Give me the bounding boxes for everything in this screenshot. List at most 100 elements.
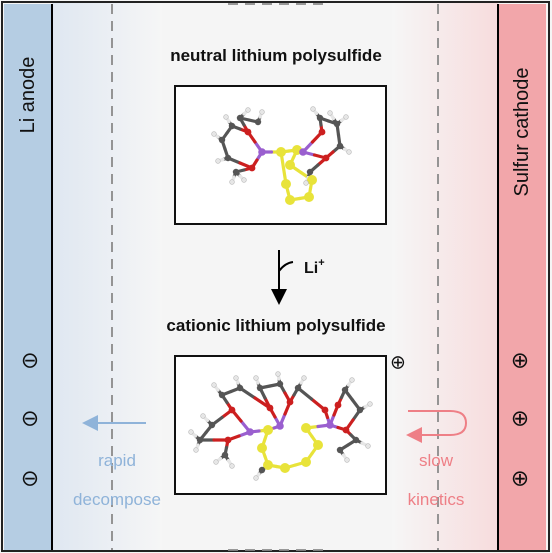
hydrogen-atom: [188, 429, 194, 435]
hydrogen-atom: [229, 463, 235, 469]
reagent-hook: [278, 261, 294, 272]
sulfur-atom: [304, 192, 314, 202]
lithium-atom: [246, 428, 254, 436]
sulfur-atom: [281, 179, 291, 189]
oxygen-atom: [244, 128, 252, 136]
carbon-atom: [356, 406, 364, 414]
hydrogen-atom: [253, 475, 259, 481]
cathode-sign: ⊕: [511, 406, 529, 431]
cathode-sign: ⊕: [511, 466, 529, 491]
hydrogen-atom: [344, 457, 350, 463]
reagent-label: Li+: [304, 257, 325, 277]
hydrogen-atom: [211, 382, 217, 388]
lithium-atom: [276, 422, 284, 430]
anode-sign: ⊖: [21, 466, 39, 491]
hydrogen-atom: [229, 179, 235, 185]
hydrogen-atom: [275, 371, 281, 377]
carbon-atom: [228, 122, 236, 130]
carbon-atom: [196, 436, 204, 444]
carbon-atom: [276, 380, 284, 388]
cathode-electrode: [498, 4, 546, 550]
sulfur-atom: [285, 160, 295, 170]
reagent-symbol: Li: [304, 260, 318, 277]
hydrogen-atom: [343, 114, 349, 120]
oxygen-atom: [286, 398, 294, 406]
cationic-polysulfide-molecule: [188, 371, 373, 481]
carbon-atom: [341, 386, 349, 394]
carbon-atom: [232, 168, 240, 176]
carbon-atom: [236, 114, 244, 122]
anode-electrode: [4, 4, 52, 550]
hydrogen-atom: [365, 443, 371, 449]
hydrogen-atom: [303, 180, 309, 186]
right-process-line2: kinetics: [408, 490, 465, 509]
cathode-label: Sulfur cathode: [511, 68, 533, 197]
hydrogen-atom: [259, 109, 265, 115]
hydrogen-atom: [367, 401, 373, 407]
carbon-atom: [236, 384, 244, 392]
left-process-line2: decompose: [73, 490, 161, 509]
carbon-atom: [306, 168, 314, 176]
carbon-atom: [218, 136, 226, 144]
hydrogen-atom: [245, 107, 251, 113]
sulfur-atom: [313, 440, 323, 450]
left-process-line1: rapid: [98, 451, 136, 470]
carbon-atom: [224, 154, 232, 162]
anode-sign: ⊖: [21, 348, 39, 373]
hydrogen-atom: [200, 413, 206, 419]
hydrogen-atom: [193, 447, 199, 453]
carbon-atom: [254, 118, 262, 126]
hydrogen-atom: [301, 375, 307, 381]
carbon-atom: [256, 384, 264, 392]
oxygen-atom: [224, 436, 232, 444]
hydrogen-atom: [213, 459, 219, 465]
hydrogen-atom: [233, 375, 239, 381]
carbon-atom: [218, 391, 226, 399]
sulfur-atom: [307, 175, 317, 185]
anode-label: Li anode: [17, 57, 39, 134]
carbon-atom: [208, 421, 216, 429]
carbon-atom: [258, 466, 266, 474]
sulfur-atom: [280, 463, 290, 473]
sulfur-atom: [301, 423, 311, 433]
lithium-atom: [326, 421, 334, 429]
cationic-caption: cationic lithium polysulfide: [166, 316, 385, 335]
slow-kinetics-arrow: [406, 410, 468, 443]
anode-sign: ⊖: [21, 406, 39, 431]
carbon-atom: [316, 114, 324, 122]
oxygen-atom: [321, 406, 329, 414]
oxygen-atom: [228, 406, 236, 414]
hydrogen-atom: [211, 131, 217, 137]
carbon-atom: [336, 446, 344, 454]
carbon-atom: [221, 451, 229, 459]
sulfur-atom: [285, 195, 295, 205]
hydrogen-atom: [215, 158, 221, 164]
neutral-polysulfide-molecule: [211, 106, 352, 205]
carbon-atom: [294, 384, 302, 392]
cation-charge-sign: ⊕: [390, 353, 406, 374]
oxygen-atom: [334, 401, 342, 409]
reagent-charge: +: [318, 257, 324, 269]
hydrogen-atom: [223, 114, 229, 120]
oxygen-atom: [322, 154, 330, 162]
oxygen-atom: [266, 404, 274, 412]
oxygen-atom: [318, 128, 326, 136]
neutral-caption: neutral lithium polysulfide: [170, 46, 382, 65]
hydrogen-atom: [327, 110, 333, 116]
hydrogen-atom: [241, 177, 247, 183]
cathode-gradient: [392, 2, 498, 550]
carbon-atom: [336, 142, 344, 150]
carbon-atom: [333, 120, 341, 128]
sulfur-atom: [263, 425, 273, 435]
sulfur-atom: [263, 460, 273, 470]
hydrogen-atom: [349, 377, 355, 383]
oxygen-atom: [342, 426, 350, 434]
hydrogen-atom: [310, 106, 316, 112]
anode-gradient: [52, 2, 162, 550]
cathode-sign: ⊕: [511, 348, 529, 373]
right-process-line1: slow: [419, 451, 454, 470]
sulfur-atom: [276, 147, 286, 157]
lithium-atom: [258, 148, 266, 156]
